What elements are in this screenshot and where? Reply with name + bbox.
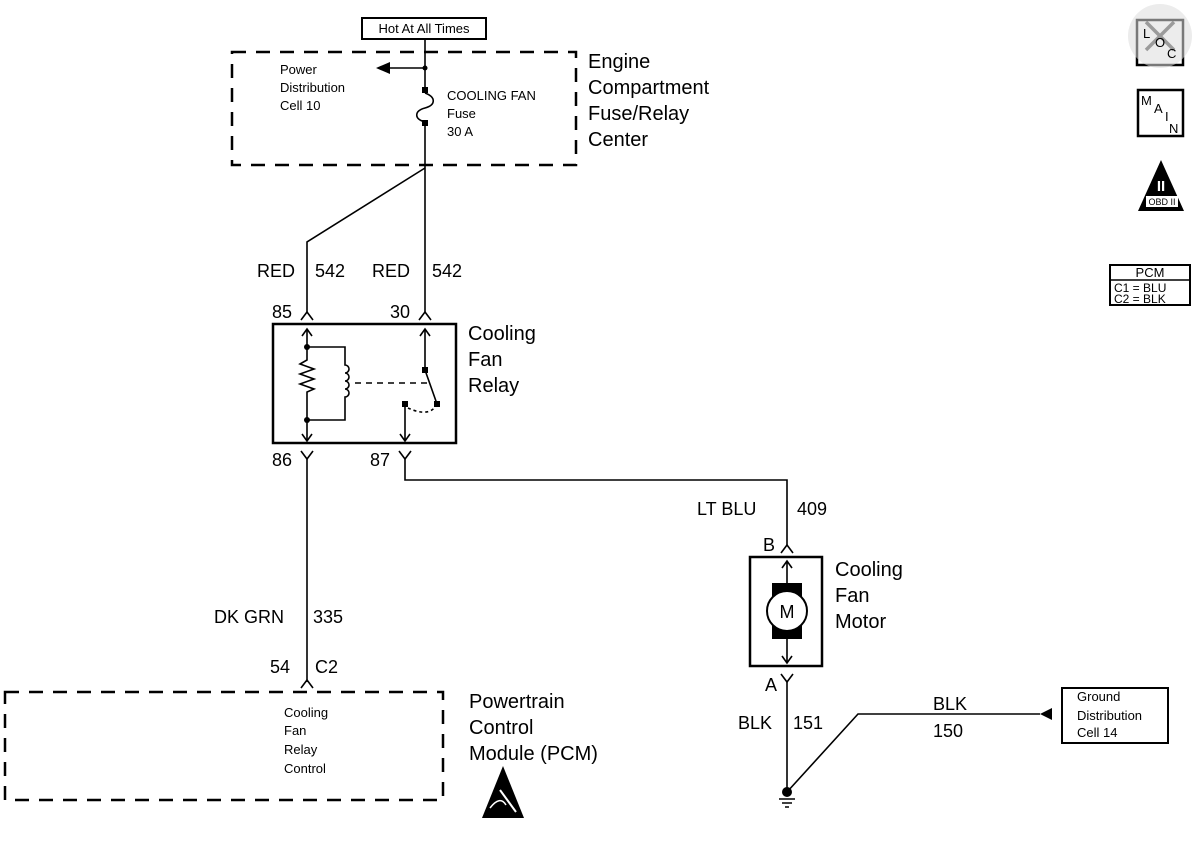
pcm-function-label: Fan [284,723,306,738]
obd-ii-icon: II OBD II [1138,160,1184,211]
relay-title: Cooling [468,323,536,345]
ground-label: Distribution [1077,708,1142,723]
fuse-block-title: Center [588,129,648,151]
arrow-left-icon [376,62,390,74]
power-dist-label: Cell 10 [280,98,320,113]
loc-letter: C [1167,46,1176,61]
pcm-pin-label: 54 [270,657,290,677]
arrow-left-icon [1040,708,1052,720]
wire-409 [404,459,788,545]
wire-circuit-label: 151 [793,713,823,733]
pin-87-label: 87 [370,450,390,470]
motor-title: Fan [835,585,869,607]
loc-letter: L [1143,26,1150,41]
pin-86-label: 86 [272,450,292,470]
pcm-key-line: C1 = BLU [1114,281,1166,295]
pcm-title: Powertrain [469,691,565,713]
pin-85-label: 85 [272,302,292,322]
power-dist-label: Distribution [280,80,345,95]
pcm-connector-label: C2 [315,657,338,677]
main-icon: M A I N [1136,88,1185,138]
pcm-key-title: PCM [1136,265,1165,280]
wire-color-label: BLK [933,694,967,714]
fuse-label: COOLING FAN [447,88,536,103]
fuse-block-title: Engine [588,51,650,73]
ground-label: Cell 14 [1077,725,1117,740]
esd-warning-icon [482,766,524,818]
ground-icon [779,787,795,808]
obd-numeral: II [1157,178,1165,195]
wire-circuit-label: 409 [797,499,827,519]
close-icon[interactable] [1128,4,1192,68]
wire-circuit-label: 150 [933,721,963,741]
wire-color-label: RED [372,261,410,281]
pcm-title: Control [469,717,533,739]
hot-at-all-times-label: Hot At All Times [361,17,487,40]
pcm-connector-key: PCM C1 = BLU C2 = BLK [1109,264,1191,306]
loc-letter: O [1155,35,1165,50]
hot-label-text: Hot At All Times [378,21,470,36]
wire-color-label: BLK [738,713,772,733]
pin-a-label: A [765,675,777,695]
main-letter: N [1169,121,1178,136]
pcm-function-label: Cooling [284,705,328,720]
pcm-function-label: Control [284,761,326,776]
wire-85 [306,167,426,312]
ground-distribution-box: Ground Distribution Cell 14 [1061,687,1169,744]
wire-circuit-label: 542 [432,261,462,281]
main-letter: M [1141,93,1152,108]
obd-label: OBD II [1148,197,1175,207]
wire-color-label: RED [257,261,295,281]
cooling-fan-relay: 85 30 Cooling Fan Relay 86 87 [271,302,536,470]
main-letter: I [1165,109,1169,124]
fuse-block-title: Compartment [588,77,710,99]
motor-symbol: M [780,602,795,622]
pin-b-label: B [763,535,775,555]
wire-circuit-label: 335 [313,607,343,627]
fuse-block-title: Fuse/Relay [588,103,689,125]
fuse-label: 30 A [447,124,473,139]
pin-30-label: 30 [390,302,410,322]
loc-icon[interactable]: L O C [1143,26,1176,61]
wire-circuit-label: 542 [315,261,345,281]
relay-title: Relay [468,375,519,397]
fuse-icon [415,87,435,126]
wire-150 [786,713,1040,793]
pcm-module: Cooling Fan Relay Control Powertrain Con… [3,690,598,818]
power-dist-label: Power [280,62,318,77]
coil-icon [307,346,350,421]
main-letter: A [1154,101,1163,116]
ground-label: Ground [1077,689,1120,704]
connector-icon [300,310,432,321]
cooling-fan-motor: B M Cooling Fan Motor A [748,535,903,695]
engine-fuse-relay-center: Engine Compartment Fuse/Relay Center Pow… [230,39,710,167]
pcm-title: Module (PCM) [469,743,598,765]
pcm-key-line: C2 = BLK [1114,292,1166,306]
wire-color-label: DK GRN [214,607,284,627]
wire-color-label: LT BLU [697,499,756,519]
pcm-function-label: Relay [284,742,318,757]
motor-title: Cooling [835,559,903,581]
fuse-label: Fuse [447,106,476,121]
relay-title: Fan [468,349,502,371]
motor-title: Motor [835,611,886,633]
connector-icon [300,450,412,461]
